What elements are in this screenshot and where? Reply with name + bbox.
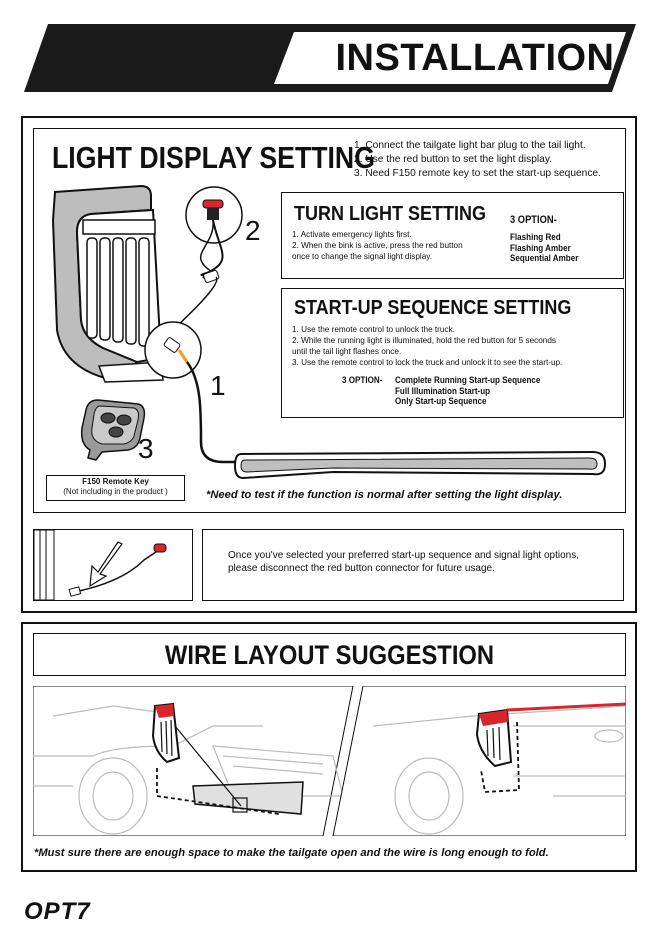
startup-option-1: Complete Running Start-up Sequence bbox=[395, 375, 541, 386]
startup-line-2: 2. While the running light is illuminate… bbox=[292, 336, 556, 345]
turn-light-panel bbox=[281, 192, 624, 279]
turn-light-line-2: 2. When the bink is active, press the re… bbox=[292, 241, 463, 250]
callout-2: 2 bbox=[245, 215, 261, 246]
startup-option-2: Full Illumination Start-up bbox=[395, 385, 491, 397]
light-display-title: LIGHT DISPLAY SETTING bbox=[52, 140, 375, 175]
disconnect-line-2: please disconnect the red button connect… bbox=[228, 563, 495, 574]
setup-steps: 1. Connect the tailgate light bar plug t… bbox=[354, 139, 624, 181]
disconnect-line-1: Once you've selected your preferred star… bbox=[228, 550, 580, 561]
turn-light-instructions: 1. Activate emergency lights first. 2. W… bbox=[292, 229, 507, 262]
test-function-note: *Need to test if the function is normal … bbox=[206, 489, 563, 501]
setup-step-2: 2. Use the red button to set the light d… bbox=[354, 154, 553, 165]
startup-options-label: 3 OPTION- bbox=[342, 375, 383, 386]
wire-layout-note: *Must sure there are enough space to mak… bbox=[34, 847, 549, 859]
wire-layout-section bbox=[21, 622, 637, 872]
disconnect-illustration bbox=[34, 530, 167, 600]
opt7-logo: OPT7 bbox=[24, 898, 91, 925]
disconnect-panel bbox=[202, 529, 624, 601]
remote-key-caption-line-1: F150 Remote Key bbox=[82, 477, 149, 486]
startup-instructions: 1. Use the remote control to unlock the … bbox=[292, 324, 622, 368]
turn-option-1: Flashing Red bbox=[510, 232, 561, 243]
turn-light-line-1: 1. Activate emergency lights first. bbox=[292, 230, 412, 239]
startup-line-4: 3. Use the remote control to lock the tr… bbox=[292, 358, 563, 367]
callout-1: 1 bbox=[210, 370, 226, 401]
wire-layout-title: WIRE LAYOUT SUGGESTION bbox=[164, 640, 495, 670]
startup-options: Complete Running Start-up Sequence Full … bbox=[395, 375, 541, 408]
startup-title: START-UP SEQUENCE SETTING bbox=[294, 297, 572, 319]
wire-layout-title-box bbox=[33, 633, 626, 676]
tail-light-diagram bbox=[51, 184, 607, 480]
remote-key-icon bbox=[80, 399, 146, 461]
turn-light-line-3: once to change the signal light display. bbox=[292, 252, 433, 261]
light-display-section bbox=[21, 116, 637, 613]
truck-wire-layout-illustration bbox=[33, 686, 626, 836]
turn-option-3: Sequential Amber bbox=[510, 253, 579, 264]
turn-light-options-label: 3 OPTION- bbox=[510, 214, 557, 226]
disconnect-text: Once you've selected your preferred star… bbox=[228, 549, 618, 575]
callout-3: 3 bbox=[138, 433, 154, 464]
page-title: INSTALLATION bbox=[335, 37, 615, 79]
remote-key-caption-line-2: (Not including in the product ) bbox=[63, 487, 168, 496]
setup-step-1: 1. Connect the tailgate light bar plug t… bbox=[354, 140, 586, 151]
turn-light-title: TURN LIGHT SETTING bbox=[294, 203, 486, 225]
remote-key-caption-box bbox=[46, 475, 185, 501]
setup-step-3: 3. Need F150 remote key to set the start… bbox=[354, 168, 601, 179]
disconnect-illustration-box bbox=[33, 529, 193, 601]
turn-light-options: Flashing Red Flashing Amber Sequential A… bbox=[510, 232, 579, 265]
remote-key-caption: F150 Remote Key (Not including in the pr… bbox=[46, 477, 185, 497]
startup-line-3: until the tail light flashes once. bbox=[292, 347, 402, 356]
startup-panel bbox=[281, 288, 624, 418]
turn-option-2: Flashing Amber bbox=[510, 242, 571, 254]
header-banner bbox=[24, 24, 636, 92]
startup-line-1: 1. Use the remote control to unlock the … bbox=[292, 325, 455, 334]
startup-option-3: Only Start-up Sequence bbox=[395, 396, 487, 407]
